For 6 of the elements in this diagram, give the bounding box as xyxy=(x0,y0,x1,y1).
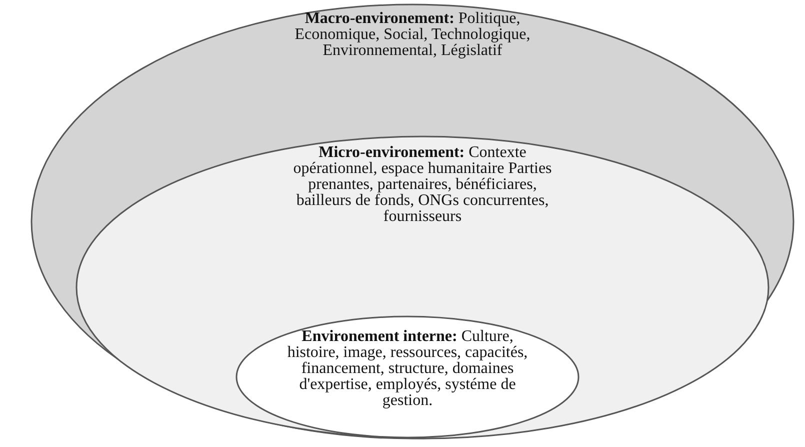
ellipse-region xyxy=(75,135,770,440)
ellipse-region xyxy=(30,3,795,440)
ellipse-region xyxy=(235,315,580,439)
region-description: Micro-environement: Contexte opérationnel, espace humanitaire Parties prenantes, partenaires, bénéficiares, bailleurs de fonds, ONGs concurrentes, fournisseurs xyxy=(292,145,553,225)
region-description: Macro-environement: Politique, Economique, Social, Technologique, Environnemental, Législatif xyxy=(294,11,532,59)
region-description: Environement interne: Culture, histoire, image, ressources, capacités, financement, structure, domaines d'expertise, employés, systéme de gestion. xyxy=(286,329,529,409)
